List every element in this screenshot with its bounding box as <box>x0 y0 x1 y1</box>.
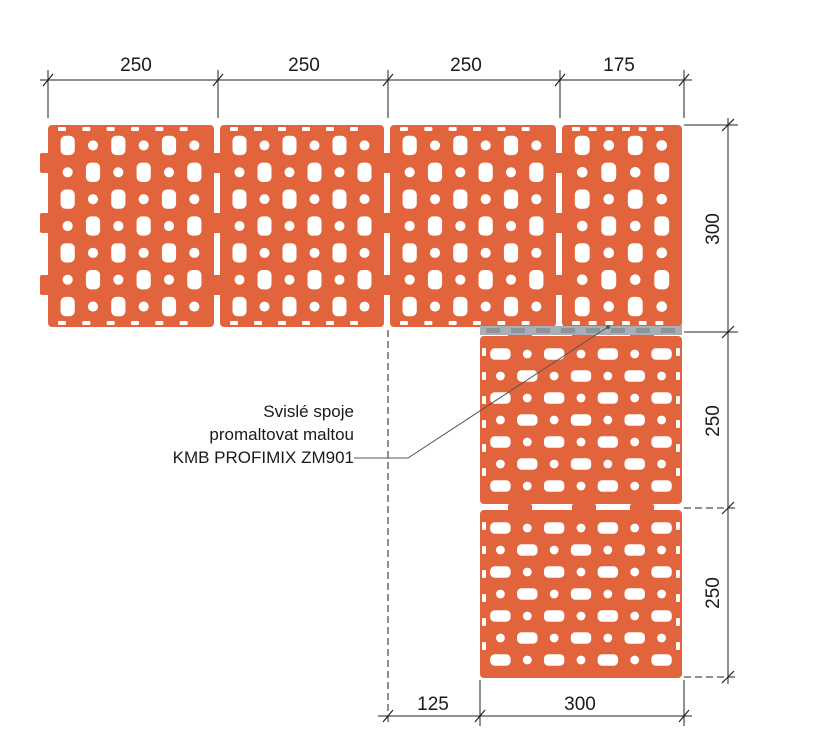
mortar-texture <box>611 328 625 333</box>
note-line-2: promaltovat maltou <box>209 425 354 444</box>
dim-right-3: 250 <box>703 577 724 609</box>
mortar-texture <box>561 328 575 333</box>
right-dimension-chain: 300 250 250 <box>684 118 738 684</box>
mortar-texture <box>486 328 500 333</box>
mortar-joint <box>480 326 682 335</box>
dim-top-3: 250 <box>450 55 482 76</box>
block-right-2 <box>480 504 682 678</box>
block-top-3 <box>382 125 556 327</box>
block-top-1 <box>40 125 214 327</box>
dim-top-1: 250 <box>120 55 152 76</box>
dim-top-4: 175 <box>603 55 635 76</box>
mortar-strip-fill <box>480 326 682 335</box>
top-dimension-chain: 250 250 250 175 <box>40 55 692 118</box>
dim-top-2: 250 <box>288 55 320 76</box>
dim-right-1: 300 <box>703 213 724 245</box>
mortar-texture <box>586 328 600 333</box>
mortar-texture <box>536 328 550 333</box>
bottom-dimension-chain: 125 300 <box>378 330 692 726</box>
note-line-3: KMB PROFIMIX ZM901 <box>173 448 354 467</box>
dim-bottom-2: 300 <box>564 694 596 715</box>
masonry-blocks <box>40 125 682 678</box>
block-top-4 <box>554 125 682 327</box>
dim-bottom-1: 125 <box>417 694 449 715</box>
mortar-texture <box>636 328 650 333</box>
mortar-texture <box>661 328 675 333</box>
leader-line <box>354 326 609 459</box>
note-line-1: Svislé spoje <box>263 402 354 421</box>
leader-dot <box>606 325 610 329</box>
mortar-note: Svislé spoje promaltovat maltou KMB PROF… <box>173 325 610 467</box>
block-top-2 <box>212 125 384 327</box>
dim-right-2: 250 <box>703 405 724 437</box>
mortar-texture <box>511 328 525 333</box>
block-right-1 <box>480 330 682 504</box>
